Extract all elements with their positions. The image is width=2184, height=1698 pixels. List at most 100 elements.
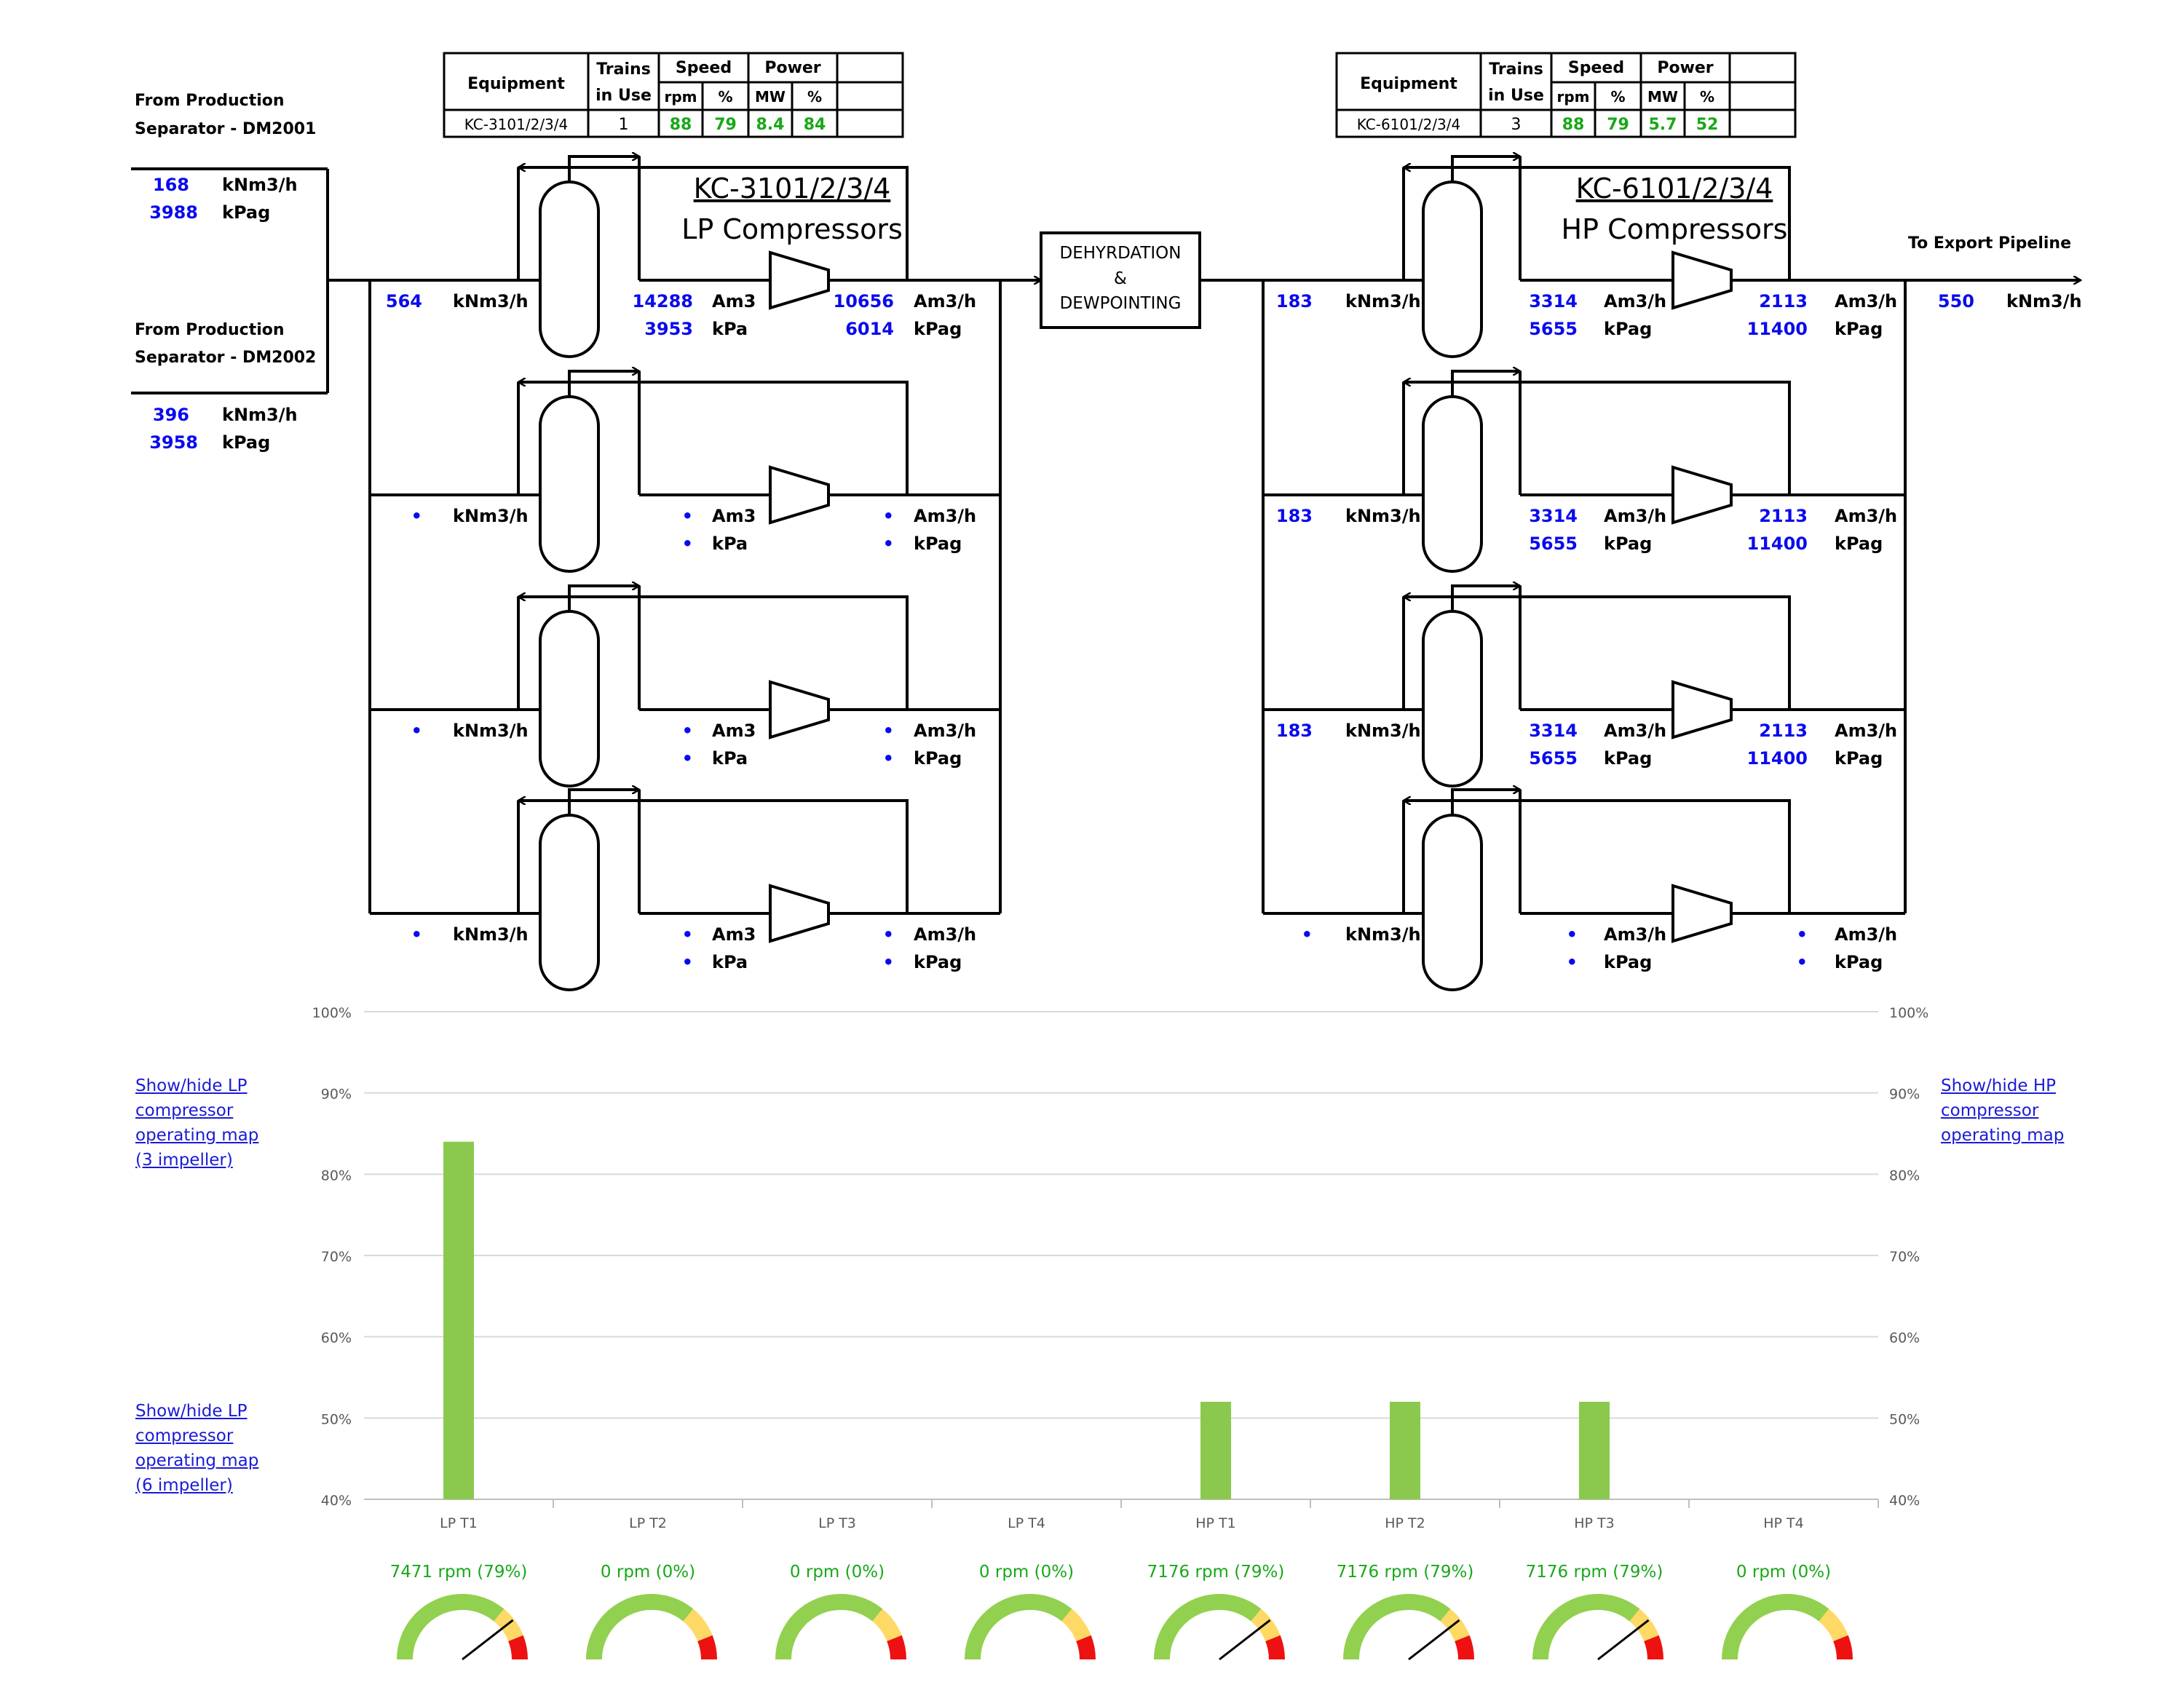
train-flow-value: • xyxy=(411,506,422,526)
inlet-dm2002-flow: 396 xyxy=(153,405,189,425)
table-header-pct: % xyxy=(718,88,732,106)
unit-label: kPag xyxy=(1835,533,1883,554)
discharge-flow-value: • xyxy=(883,924,894,945)
table-header-pct: % xyxy=(1700,88,1714,106)
table-header-speed: Speed xyxy=(676,59,732,77)
show-hide-lp-6-impeller-map-link[interactable]: Show/hide LP compressor operating map (6… xyxy=(135,1402,259,1495)
unit-label: kPag xyxy=(914,748,962,769)
unit-label: kPag xyxy=(1604,319,1652,339)
recycle-line xyxy=(1404,167,1791,280)
table-equipment: KC-6101/2/3/4 xyxy=(1357,116,1461,133)
gauge-red-band xyxy=(887,1635,906,1659)
discharge-pressure-value: • xyxy=(883,952,894,972)
scrubber-vessel xyxy=(1422,610,1483,787)
compressor-symbol xyxy=(769,680,830,739)
show-hide-hp-map-link[interactable]: Show/hide HP compressor operating map xyxy=(1941,1076,2065,1145)
unit-label: kNm3/h xyxy=(453,721,529,741)
suction-flow-value: 3314 xyxy=(1529,291,1578,312)
gauge-red-band xyxy=(1833,1635,1853,1659)
gauge-green-band xyxy=(1343,1594,1451,1659)
x-tick-label: LP T1 xyxy=(440,1515,478,1531)
compressor-symbol xyxy=(769,250,830,310)
x-tick-label: LP T2 xyxy=(629,1515,667,1531)
inlet-dm2002-label: Separator - DM2002 xyxy=(135,349,316,367)
x-tick-label: LP T3 xyxy=(818,1515,856,1531)
hp-summary-table xyxy=(1335,52,1797,138)
unit-label: Am3/h xyxy=(1835,924,1897,945)
x-tick-label: HP T4 xyxy=(1763,1515,1803,1531)
gauge-red-band xyxy=(1644,1635,1663,1659)
suction-pressure-value: • xyxy=(682,533,693,554)
suction-pressure-value: • xyxy=(1567,952,1578,972)
unit-label: kPag xyxy=(914,319,962,339)
compressor-symbol xyxy=(769,884,830,943)
table-header-pct: % xyxy=(1610,88,1625,106)
export-flow-value: 550 xyxy=(1938,291,1974,312)
vessel-overhead-line xyxy=(568,156,639,182)
table-speed-pct: 79 xyxy=(714,116,737,134)
table-frame xyxy=(443,52,904,138)
suction-flow-value: • xyxy=(1567,924,1578,945)
table-power-mw: 8.4 xyxy=(756,116,785,134)
compressor-symbol xyxy=(1671,250,1733,310)
gauge-needle xyxy=(1408,1619,1460,1661)
unit-label: kPa xyxy=(712,533,748,554)
bar-hp-t2 xyxy=(1390,1402,1420,1499)
y-tick-label-right: 50% xyxy=(1889,1411,1920,1427)
train-flow-value: 564 xyxy=(386,291,422,312)
gauge-yellow-band xyxy=(1440,1608,1470,1641)
discharge-flow-value: 10656 xyxy=(834,291,895,312)
table-header-power: Power xyxy=(1657,59,1713,77)
unit-label: kPag xyxy=(1835,952,1883,972)
table-header-power: Power xyxy=(764,59,820,77)
table-equipment: KC-3101/2/3/4 xyxy=(464,116,569,133)
unit-label: Am3 xyxy=(712,924,756,945)
unit-label: Am3/h xyxy=(1835,721,1897,741)
unit-label: kPag xyxy=(1604,533,1652,554)
y-tick-label-right: 100% xyxy=(1889,1005,1928,1021)
y-tick-label-left: 70% xyxy=(321,1249,352,1265)
bank-title: KC-3101/2/3/4 xyxy=(694,172,891,205)
unit-label: kNm3/h xyxy=(1345,506,1421,526)
gauge-green-band xyxy=(586,1594,694,1659)
unit-label: kNm3/h xyxy=(2006,291,2082,312)
recycle-line xyxy=(518,597,909,710)
discharge-flow-value: 2113 xyxy=(1759,506,1808,526)
gauge-yellow-band xyxy=(1251,1608,1281,1641)
suction-pressure-value: 3953 xyxy=(644,319,693,339)
table-header-rpm: rpm xyxy=(1556,88,1589,106)
y-tick-label-left: 90% xyxy=(321,1087,352,1103)
table-header-speed: Speed xyxy=(1568,59,1624,77)
inlet-dm2001-label: Separator - DM2001 xyxy=(135,120,316,138)
unit-label: kPag xyxy=(222,202,270,223)
suction-pressure-value: 5655 xyxy=(1529,748,1578,769)
recycle-line xyxy=(1404,597,1791,710)
discharge-pressure-value: 6014 xyxy=(845,319,894,339)
suction-pressure-value: • xyxy=(682,748,693,769)
discharge-flow-value: 2113 xyxy=(1759,721,1808,741)
table-speed-pct: 79 xyxy=(1607,116,1629,134)
scrubber-vessel xyxy=(1422,180,1483,358)
table-frame xyxy=(1335,52,1797,138)
discharge-pressure-value: • xyxy=(883,748,894,769)
bar-lp-t1 xyxy=(443,1141,474,1499)
gauge-label: 7176 rpm (79%) xyxy=(1337,1563,1474,1582)
x-tick-label: HP T3 xyxy=(1574,1515,1614,1531)
table-header-trains: Trains xyxy=(596,60,651,79)
unit-label: kNm3/h xyxy=(453,291,529,312)
x-tick-label: LP T4 xyxy=(1008,1515,1045,1531)
table-header-rpm: rpm xyxy=(664,88,697,106)
gauge-yellow-band xyxy=(494,1608,523,1641)
inlet-dm2001-flow: 168 xyxy=(153,175,189,195)
gauge-needle xyxy=(1219,1619,1271,1661)
gauge-needle xyxy=(462,1619,514,1661)
suction-flow-value: • xyxy=(682,721,693,741)
show-hide-lp-3-impeller-map-link[interactable]: Show/hide LP compressor operating map (3… xyxy=(135,1076,259,1170)
table-power-pct: 52 xyxy=(1696,116,1719,134)
unit-label: kNm3/h xyxy=(453,924,529,945)
dehydration-label: & xyxy=(1114,269,1127,288)
gauge-needle xyxy=(1597,1619,1650,1661)
discharge-pressure-value: • xyxy=(1797,952,1808,972)
